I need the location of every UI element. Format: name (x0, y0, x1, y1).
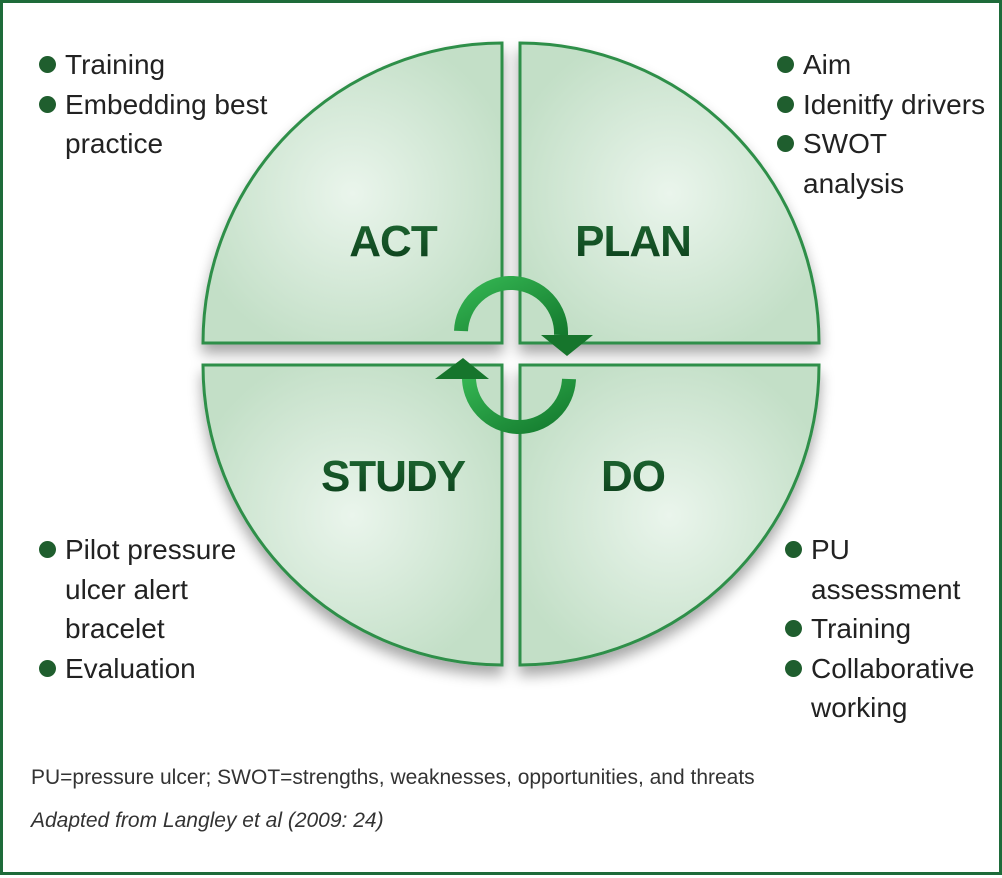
pdsa-cycle-diagram: ACT PLAN STUDY DO (201, 41, 821, 667)
list-item: Embedding best practice (39, 85, 289, 164)
source-citation: Adapted from Langley et al (2009: 24) (31, 809, 384, 832)
quadrant-label-act: ACT (349, 217, 438, 266)
list-item: Evaluation (39, 649, 254, 689)
quadrant-do (518, 363, 821, 667)
list-item: Pilot pressure ulcer alert bracelet (39, 530, 254, 649)
act-items-list: Training Embedding best practice (39, 45, 289, 164)
list-item: Aim (777, 45, 992, 85)
list-item: Collaborative working (785, 649, 1000, 728)
list-item: PU assessment (785, 530, 1000, 609)
list-item: Idenitfy drivers (777, 85, 992, 125)
quadrant-label-study: STUDY (321, 452, 466, 501)
quadrant-plan (518, 41, 821, 345)
list-item: Training (39, 45, 289, 85)
do-items-list: PU assessment Training Collaborative wor… (785, 530, 1000, 728)
list-item: SWOT analysis (777, 124, 992, 203)
study-items-list: Pilot pressure ulcer alert bracelet Eval… (39, 530, 254, 688)
list-item: Training (785, 609, 1000, 649)
abbreviations-footnote: PU=pressure ulcer; SWOT=strengths, weakn… (31, 766, 755, 789)
quadrant-study (201, 363, 504, 667)
quadrant-label-do: DO (601, 452, 665, 501)
clockwise-cycle-arrows-icon (435, 275, 593, 435)
quadrant-act (201, 41, 504, 345)
plan-items-list: Aim Idenitfy drivers SWOT analysis (777, 45, 992, 203)
quadrant-label-plan: PLAN (575, 217, 691, 266)
